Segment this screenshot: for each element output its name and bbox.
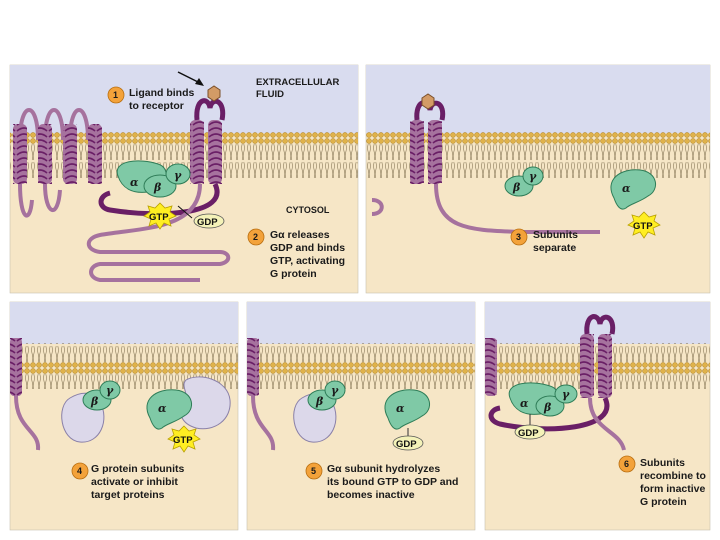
gtp-star-icon [143, 202, 177, 230]
svg-text:GDP and binds: GDP and binds [270, 242, 345, 254]
svg-text:3: 3 [516, 232, 521, 242]
svg-text:1: 1 [113, 90, 118, 100]
alpha-subunit-label: α [520, 397, 529, 410]
receptor-transmembrane-helices [13, 98, 231, 282]
gtp-label: GTP [149, 212, 169, 223]
svg-text:Gα subunit hydrolyzes: Gα subunit hydrolyzes [327, 463, 440, 475]
gamma-subunit-label: γ [106, 384, 114, 397]
gdp-label: GDP [396, 439, 417, 450]
svg-text:separate: separate [533, 242, 576, 254]
svg-text:target proteins: target proteins [91, 489, 165, 501]
extracellular-label-line1: EXTRACELLULAR [256, 77, 340, 88]
gamma-subunit-label: γ [174, 169, 182, 182]
step-5-caption: 5 Gα subunit hydrolyzes its bound GTP to… [305, 462, 458, 501]
svg-text:5: 5 [311, 466, 316, 476]
alpha-subunit-label: α [158, 402, 167, 415]
extracellular-label-line2: FLUID [256, 89, 284, 100]
ligand-icon [421, 93, 435, 110]
svg-text:Subunits: Subunits [533, 229, 578, 241]
svg-text:its bound GTP to GDP and: its bound GTP to GDP and [327, 476, 458, 488]
svg-text:becomes inactive: becomes inactive [327, 489, 415, 501]
svg-text:4: 4 [77, 466, 82, 476]
svg-text:form inactive: form inactive [640, 483, 706, 495]
alpha-subunit-label: α [622, 182, 631, 195]
beta-subunit-label: β [512, 181, 521, 194]
alpha-subunit-label: α [130, 176, 139, 189]
gamma-subunit-label: γ [331, 384, 339, 397]
alpha-subunit-label: α [396, 402, 405, 415]
gdp-label: GDP [197, 217, 218, 228]
beta-subunit-label: β [90, 395, 99, 408]
gtp-star-icon [167, 425, 201, 453]
svg-text:recombine to: recombine to [640, 470, 706, 482]
beta-subunit-label: β [543, 401, 552, 414]
svg-text:2: 2 [253, 232, 258, 242]
gamma-subunit-label: γ [529, 170, 537, 183]
svg-text:GTP, activating: GTP, activating [270, 255, 345, 267]
gtp-label: GTP [173, 435, 193, 446]
beta-subunit-label: β [315, 395, 324, 408]
panel-4: β γ α GTP 4 G protein subunits activate … [9, 301, 239, 531]
step-2-caption: 2 Gα releases GDP and binds GTP, activat… [247, 228, 345, 280]
svg-text:Gα releases: Gα releases [270, 229, 330, 241]
svg-text:G protein: G protein [640, 496, 687, 508]
panel-6: α β γ GDP 6 Subunits recombine to form i… [484, 301, 711, 531]
step-6-caption: 6 Subunits recombine to form inactive G … [618, 455, 706, 508]
cytosol-label: CYTOSOL [286, 205, 330, 215]
beta-subunit-label: β [153, 181, 162, 194]
svg-text:activate or inhibit: activate or inhibit [91, 476, 178, 488]
ligand-icon [207, 85, 221, 102]
step-3-caption: 3 Subunits separate [510, 228, 578, 254]
gamma-subunit-label: γ [562, 388, 570, 401]
svg-text:6: 6 [624, 459, 629, 469]
svg-text:to receptor: to receptor [129, 100, 184, 112]
svg-text:G protein: G protein [270, 268, 317, 280]
panel-1-2: α β γ GTP GDP EXTRACELLULAR FLUID CYTOSO… [9, 64, 359, 294]
step-4-caption: 4 G protein subunits activate or inhibit… [71, 462, 184, 501]
panel-5: β γ α GDP 5 Gα subunit hydrolyzes its bo… [246, 301, 476, 531]
panel-3: β γ α GTP 3 Subunits separate [365, 64, 711, 294]
svg-text:Ligand binds: Ligand binds [129, 87, 194, 99]
gdp-label: GDP [518, 428, 539, 439]
gtp-star-icon [627, 211, 661, 239]
svg-text:G protein subunits: G protein subunits [91, 463, 184, 475]
step-1-caption: 1 Ligand binds to receptor [107, 86, 194, 112]
gtp-label: GTP [633, 221, 653, 232]
svg-text:Subunits: Subunits [640, 457, 685, 469]
g-protein-complex: α β γ [116, 160, 191, 198]
